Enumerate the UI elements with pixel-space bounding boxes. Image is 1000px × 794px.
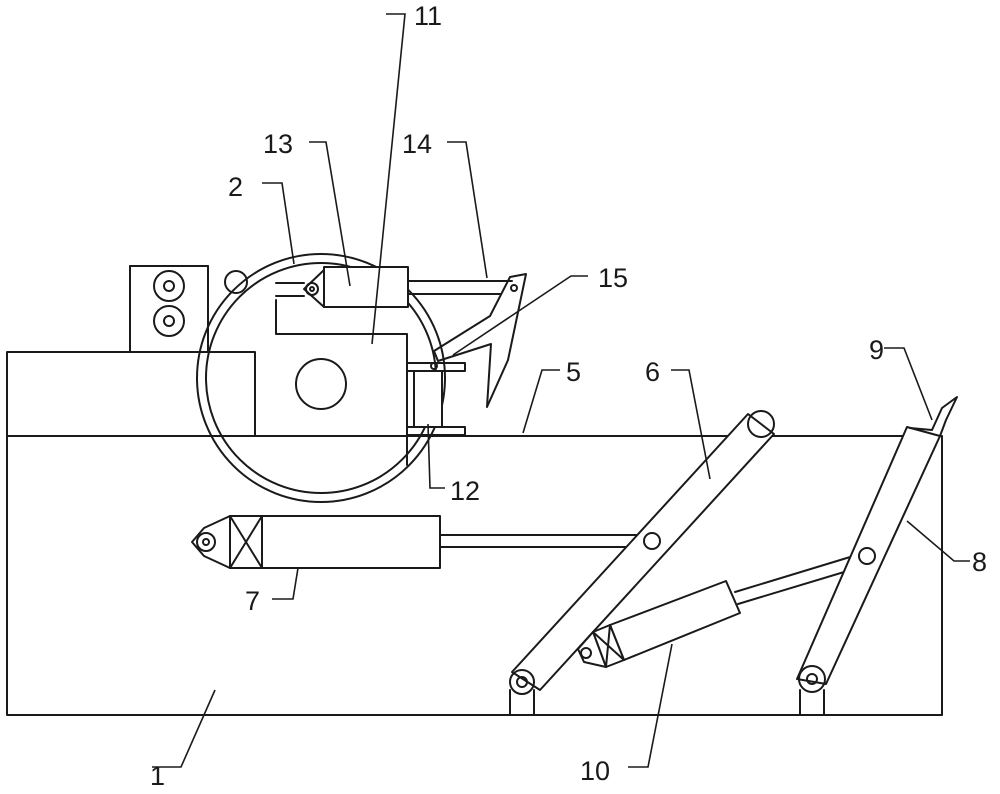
part-labels: 1 2 5 6 7 8 9 10 11 12 13 14 15 — [150, 1, 987, 791]
label-1: 1 — [150, 761, 165, 791]
label-8: 8 — [972, 547, 987, 577]
label-11: 11 — [414, 1, 442, 31]
label-10: 10 — [580, 756, 610, 786]
lever-8 — [797, 397, 957, 715]
label-15: 15 — [598, 263, 628, 293]
clamp — [407, 363, 465, 435]
label-13: 13 — [263, 129, 293, 159]
label-2: 2 — [228, 172, 243, 202]
label-12: 12 — [450, 476, 480, 506]
label-9: 9 — [869, 335, 884, 365]
label-5: 5 — [566, 357, 581, 387]
label-14: 14 — [402, 129, 432, 159]
label-6: 6 — [645, 357, 660, 387]
label-7: 7 — [245, 586, 260, 616]
lever-6 — [510, 411, 774, 715]
top-cylinder — [276, 267, 512, 307]
horizontal-cylinder — [192, 516, 647, 568]
